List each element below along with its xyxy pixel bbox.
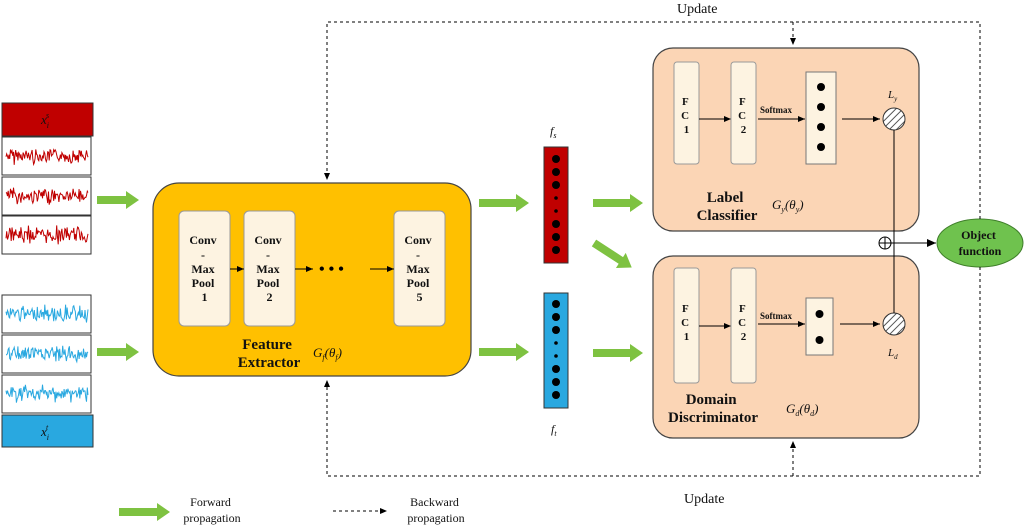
vector-dot: [552, 181, 560, 189]
target-input-header: [1, 414, 94, 448]
hatched-circle-icon: [882, 312, 906, 336]
target-feature-bar: [543, 292, 569, 409]
source-input-header: [1, 102, 94, 137]
waveform-icon: [5, 384, 89, 403]
dd-output-box: [805, 297, 834, 356]
lc-fc1-label: F C 1: [681, 96, 692, 136]
vector-dot: [815, 336, 824, 344]
vector-dot: [554, 341, 558, 345]
domain-discriminator-box: [652, 255, 920, 439]
domain-discriminator-function: Gd(θd): [786, 401, 818, 418]
forward-arrow-to-discriminator-s: [591, 239, 632, 268]
conv-block-5: Conv - Max Pool 5: [393, 210, 446, 327]
forward-arrow-to-classifier: [593, 194, 643, 212]
bottom-update-loop: [324, 267, 981, 477]
forward-arrows: [97, 191, 643, 362]
vector-dot: [817, 143, 825, 151]
target-feature-vector: ft: [543, 292, 569, 438]
vector-dot: [552, 326, 560, 334]
forward-arrow-fs: [479, 194, 529, 212]
vector-dot: [815, 310, 824, 318]
source-feature-bar: [543, 146, 569, 264]
dd-softmax-label: Softmax: [760, 311, 792, 321]
dot-column-icon: [552, 155, 560, 254]
conv-block-2: Conv - Max Pool 2: [243, 210, 296, 327]
lc-softmax-label: Softmax: [760, 105, 792, 115]
object-function-node: [936, 218, 1024, 268]
waveform-icon: [6, 345, 89, 364]
vector-dot: [817, 83, 825, 91]
hatched-circle-icon: [882, 107, 906, 131]
vector-dot: [552, 220, 560, 228]
source-input-label: xis: [40, 111, 49, 130]
vector-dot: [552, 233, 560, 241]
dd-fc2-label: F C 2: [738, 303, 749, 343]
dd-loss-label: Ld: [887, 347, 898, 361]
update-bottom-label: Update: [684, 492, 724, 507]
dd-fc1-label: F C 1: [681, 303, 692, 343]
svg-text:Conv - Max: Conv - Max Pool 5: [404, 233, 434, 304]
label-classifier-title: Label Classifier: [697, 190, 758, 224]
waveform-icon: [5, 187, 89, 205]
lc-fc2-label: F C 2: [738, 96, 749, 136]
source-feature-label: fs: [550, 124, 556, 140]
forward-arrow-to-discriminator-t: [593, 344, 643, 362]
dot-column-icon: [815, 310, 824, 344]
domain-discriminator-title: Domain Discriminator: [668, 392, 758, 426]
conv-block-1: Conv - Max Pool 1: [178, 210, 231, 327]
target-input-stack: xit: [1, 294, 94, 448]
vector-dot: [552, 378, 560, 386]
forward-arrow-source-in: [97, 191, 139, 209]
legend: Forward propagation Backward propagation: [119, 495, 465, 525]
vector-dot: [554, 196, 558, 200]
svg-text:Conv - Max: Conv - Max Pool 2: [254, 233, 284, 304]
vector-dot: [552, 168, 560, 176]
target-feature-label: ft: [551, 422, 557, 438]
vector-dot: [554, 354, 558, 358]
legend-forward-arrow: [119, 503, 170, 521]
waveform-icon: [5, 225, 89, 245]
label-classifier-box: [652, 47, 920, 232]
dot-column-icon: [552, 300, 560, 399]
label-classifier-function: Gy(θy): [772, 197, 804, 214]
vector-dot: [554, 209, 558, 213]
forward-arrow-target-in: [97, 343, 139, 361]
vector-dot: [552, 391, 560, 399]
source-feature-vector: fs: [543, 124, 569, 264]
forward-arrow-ft: [479, 343, 529, 361]
legend-forward-label: Forward propagation: [183, 495, 240, 525]
feature-extractor: Conv - Max Pool 1 Conv - Max Pool 2 Conv…: [152, 182, 472, 377]
lc-fc1-box: [673, 61, 700, 165]
feature-extractor-box: [152, 182, 472, 377]
object-function-label: Object function: [959, 228, 1002, 258]
vector-dot: [552, 365, 560, 373]
domain-discriminator: F C 1 F C 2 Softmax Ld Domain Discrimina…: [652, 255, 920, 439]
target-input-label: xit: [40, 423, 49, 442]
source-input-stack: xis: [1, 102, 94, 255]
feature-extractor-function: Gf(θf): [313, 345, 342, 362]
svg-text:Conv - Max: Conv - Max Pool 1: [189, 233, 219, 304]
lc-loss-label: Ly: [887, 89, 898, 103]
vector-dot: [552, 155, 560, 163]
label-classifier: F C 1 F C 2 Softmax Ly Label Classifier …: [652, 47, 920, 232]
conv-ellipsis: • • •: [319, 261, 344, 278]
waveform-icon: [5, 304, 89, 323]
vector-dot: [552, 246, 560, 254]
backward-update-paths: [324, 21, 981, 477]
top-update-loop: [324, 21, 981, 219]
waveform-icon: [5, 148, 89, 167]
legend-backward-label: Backward propagation: [407, 495, 464, 525]
vector-dot: [817, 123, 825, 131]
vector-dot: [552, 300, 560, 308]
lc-fc2-box: [730, 61, 757, 165]
dd-fc2-box: [730, 267, 757, 384]
dot-column-icon: [817, 83, 825, 151]
update-top-label: Update: [677, 2, 717, 17]
feature-extractor-title: Feature Extractor: [238, 337, 301, 371]
vector-dot: [552, 313, 560, 321]
vector-dot: [817, 103, 825, 111]
